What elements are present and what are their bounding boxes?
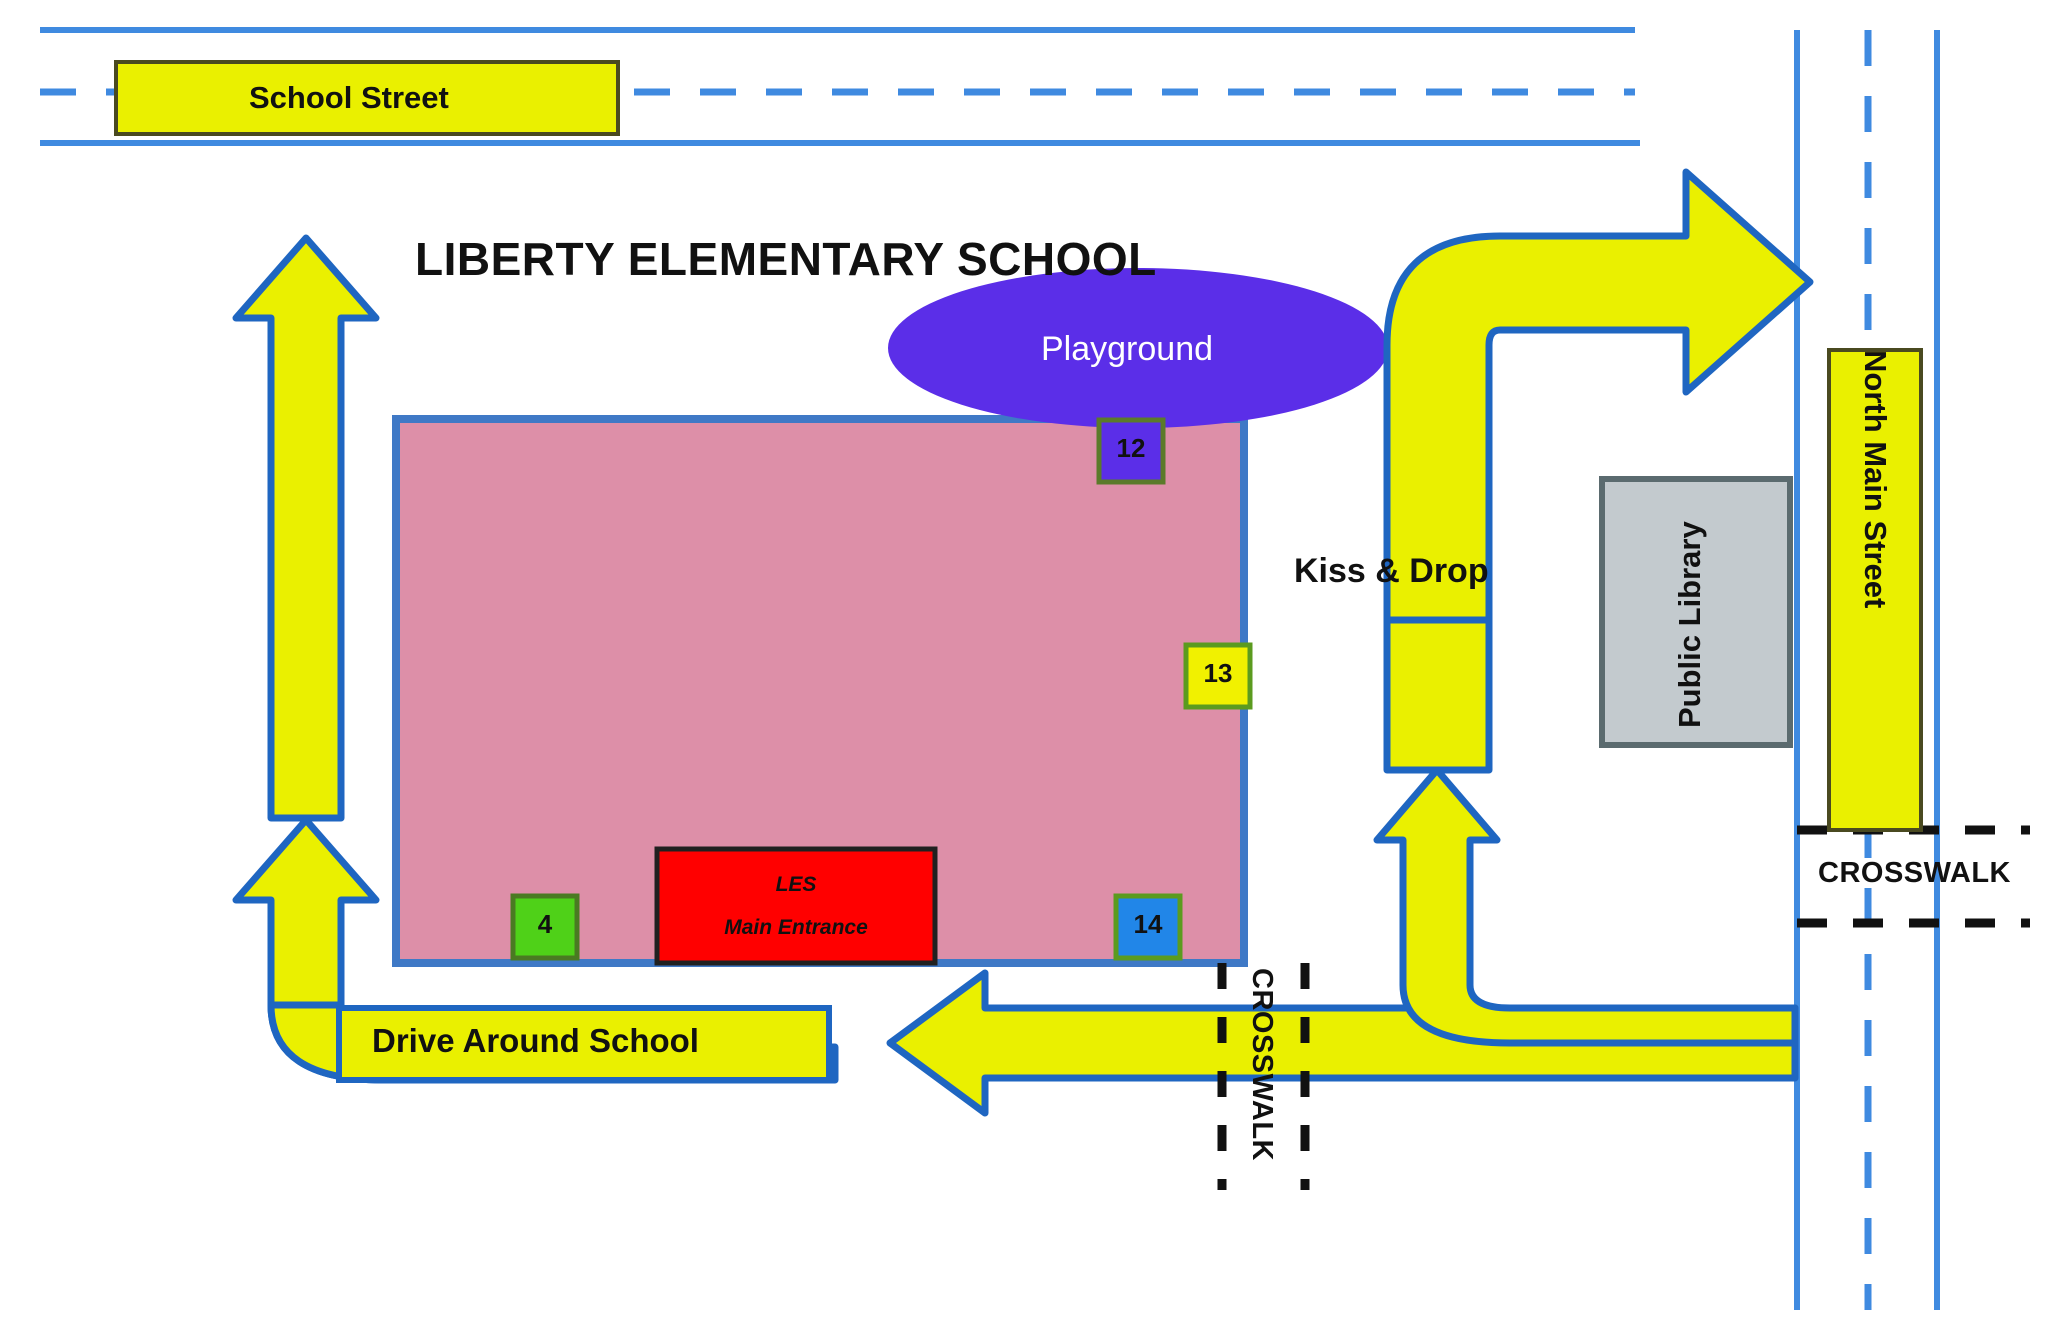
north-main-street-plate xyxy=(1827,348,1923,832)
marker-12-box xyxy=(1096,417,1166,485)
marker-13-box xyxy=(1183,642,1253,710)
north-main-street-road xyxy=(1794,30,1940,1310)
arrow-left-upper xyxy=(232,234,380,822)
school-street-plate xyxy=(114,60,620,136)
drive-around-school-plate xyxy=(336,1005,832,1083)
main-entrance-block xyxy=(654,846,938,966)
crosswalk-horizontal-marks xyxy=(1797,825,2030,928)
arrow-kiss-drop-up xyxy=(1373,766,1799,1047)
crosswalk-vertical-marks xyxy=(1217,963,1310,1190)
playground-area xyxy=(888,268,1388,428)
arrow-exit-right-curve xyxy=(1383,168,1814,624)
marker-4-box xyxy=(510,893,580,961)
kiss-drop-lane-vertical xyxy=(1383,616,1493,774)
public-library-building xyxy=(1599,476,1793,748)
marker-14-box xyxy=(1113,893,1183,961)
